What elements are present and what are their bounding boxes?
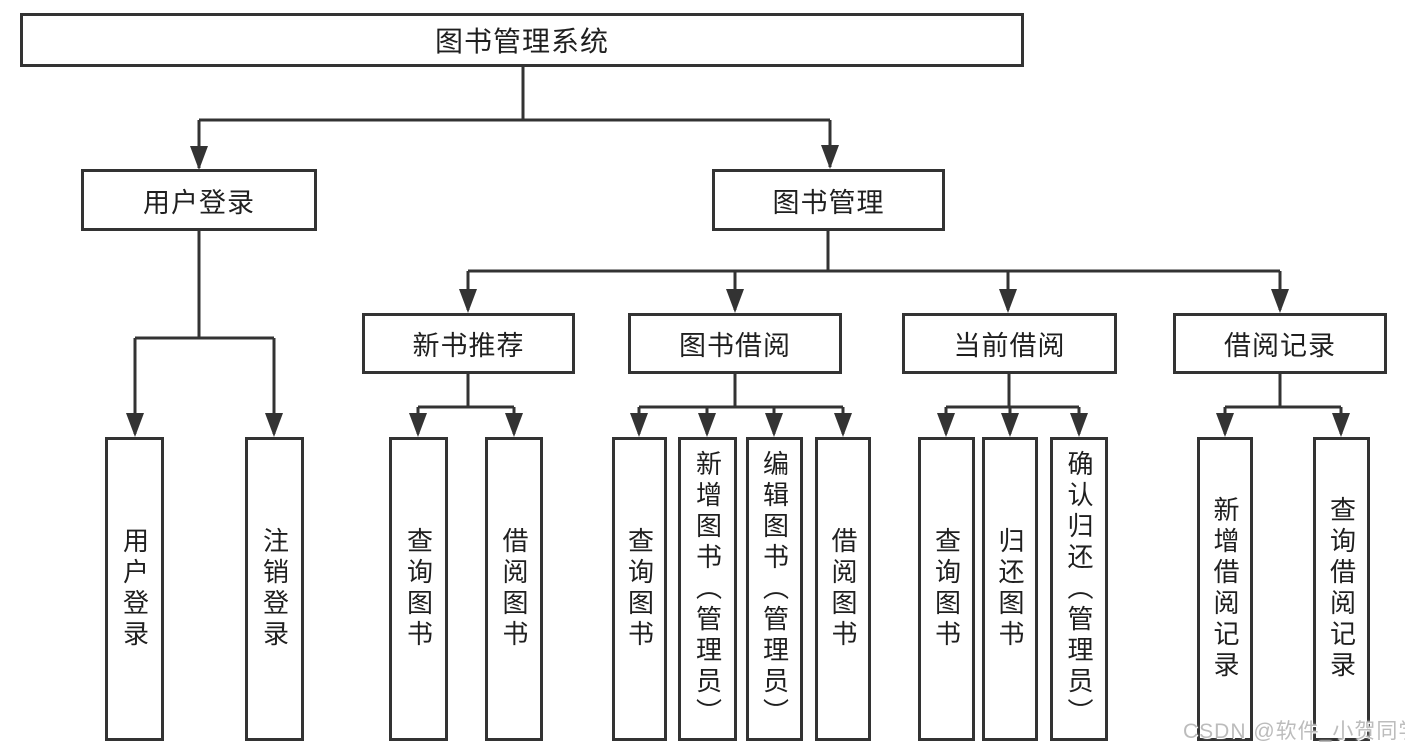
arrowhead bbox=[765, 413, 783, 437]
leaf-borrow-borrow-books: 借阅图书 bbox=[815, 437, 871, 741]
leaf-recommend-borrow-books: 借阅图书 bbox=[485, 437, 543, 741]
node-user-login: 用户登录 bbox=[81, 169, 317, 231]
arrowhead bbox=[265, 413, 283, 437]
leaf-records-add-borrow-record: 新增借阅记录 bbox=[1197, 437, 1253, 741]
leaf-logout: 注销登录 bbox=[245, 437, 304, 741]
node-book-management: 图书管理 bbox=[712, 169, 945, 231]
leaf-current-query-books: 查询图书 bbox=[918, 437, 975, 741]
arrowhead bbox=[630, 413, 648, 437]
arrowheads bbox=[126, 145, 1350, 437]
leaf-records-query-borrow-record: 查询借阅记录 bbox=[1313, 437, 1370, 741]
node-current-borrow: 当前借阅 bbox=[902, 313, 1117, 374]
arrowhead bbox=[505, 413, 523, 437]
arrowhead bbox=[190, 146, 208, 170]
node-library-management-system: 图书管理系统 bbox=[20, 13, 1024, 67]
leaf-borrow-edit-books-admin: 编辑图书（管理员） bbox=[746, 437, 803, 741]
arrowhead bbox=[1332, 413, 1350, 437]
leaf-current-return-books: 归还图书 bbox=[982, 437, 1038, 741]
leaf-current-confirm-return-admin: 确认归还（管理员） bbox=[1050, 437, 1108, 741]
tree-edges bbox=[133, 66, 1343, 434]
arrowhead bbox=[409, 413, 427, 437]
arrowhead bbox=[726, 289, 744, 313]
arrowhead bbox=[937, 413, 955, 437]
arrowhead bbox=[698, 413, 716, 437]
node-book-borrow: 图书借阅 bbox=[628, 313, 842, 374]
arrowhead bbox=[821, 145, 839, 169]
arrowhead bbox=[834, 413, 852, 437]
arrowhead bbox=[999, 289, 1017, 313]
arrowhead bbox=[1001, 413, 1019, 437]
node-new-book-recommend: 新书推荐 bbox=[362, 313, 575, 374]
leaf-borrow-add-books-admin: 新增图书（管理员） bbox=[678, 437, 737, 741]
node-borrow-records: 借阅记录 bbox=[1173, 313, 1387, 374]
arrowhead bbox=[1070, 413, 1088, 437]
arrowhead bbox=[1216, 413, 1234, 437]
leaf-recommend-query-books: 查询图书 bbox=[389, 437, 448, 741]
leaf-user-login: 用户登录 bbox=[105, 437, 164, 741]
leaf-borrow-query-books: 查询图书 bbox=[612, 437, 667, 741]
arrowhead bbox=[459, 289, 477, 313]
watermark: CSDN @软件_小贺同学 bbox=[1183, 720, 1405, 743]
arrowhead bbox=[126, 413, 144, 437]
arrowhead bbox=[1271, 289, 1289, 313]
